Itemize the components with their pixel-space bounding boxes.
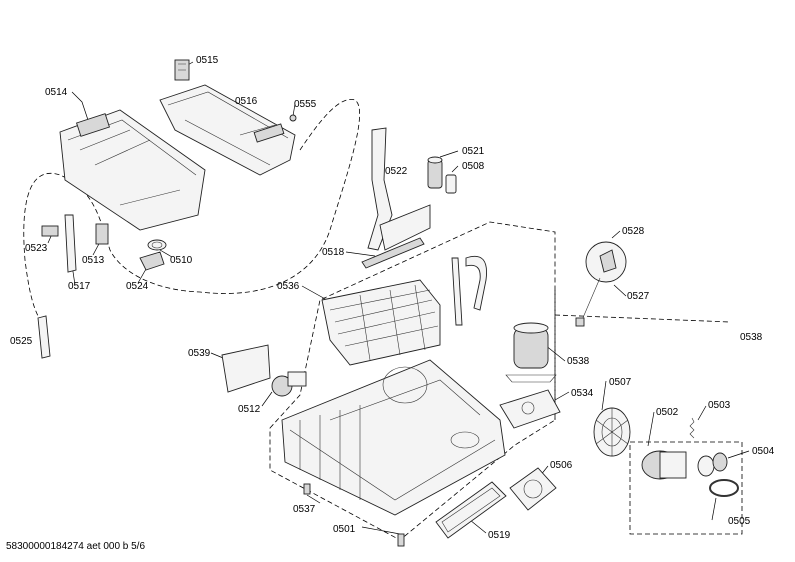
label-0508: 0508 — [462, 161, 485, 172]
label-0539: 0539 — [188, 348, 211, 359]
document-id-footer: 58300000184274 aet 000 b 5/6 — [6, 541, 146, 552]
part-labels: 0514 0515 0516 0555 0521 0508 0522 0518 … — [10, 55, 775, 541]
label-0516: 0516 — [235, 96, 258, 107]
dashed-group-outlines — [23, 98, 743, 541]
label-0538-right: 0538 — [740, 332, 763, 343]
part-0538-compressor — [505, 322, 557, 383]
part-0555-screw — [289, 114, 297, 122]
part-0518-seal — [361, 237, 425, 269]
part-0512-pump — [271, 371, 307, 397]
part-0534-mount-plate — [499, 389, 561, 429]
part-0537-screw — [303, 483, 311, 495]
part-base-frame — [281, 359, 506, 516]
part-0516-container-cover — [159, 84, 296, 176]
part-0522-hose — [367, 127, 431, 251]
label-0536: 0536 — [277, 281, 300, 292]
label-0524: 0524 — [126, 281, 149, 292]
label-0517: 0517 — [68, 281, 91, 292]
part-0503-spring — [689, 417, 695, 439]
label-0514: 0514 — [45, 87, 68, 98]
part-0521-capacitor — [427, 156, 443, 189]
part-0507-fan-wheel — [593, 407, 631, 457]
label-0513: 0513 — [82, 255, 105, 266]
label-0525: 0525 — [10, 336, 33, 347]
label-0538: 0538 — [567, 356, 590, 367]
label-0515: 0515 — [196, 55, 219, 66]
part-0528-0527-sensor — [575, 241, 627, 327]
label-0537: 0537 — [293, 504, 316, 515]
label-0534: 0534 — [571, 388, 594, 399]
part-0517-hose — [64, 214, 77, 273]
label-0503: 0503 — [708, 400, 731, 411]
part-0508-capacitor — [445, 174, 457, 194]
part-0505-belt — [709, 479, 739, 497]
label-0522: 0522 — [385, 166, 408, 177]
part-0525-hose — [37, 315, 51, 359]
label-0555: 0555 — [294, 99, 317, 110]
label-0501: 0501 — [333, 524, 356, 535]
label-0512: 0512 — [238, 404, 261, 415]
part-0513-sensor — [95, 223, 109, 245]
label-0506: 0506 — [550, 460, 573, 471]
label-0502: 0502 — [656, 407, 679, 418]
label-0523: 0523 — [25, 243, 48, 254]
part-0514-water-container — [59, 109, 206, 231]
part-0506-fan-cover — [509, 467, 557, 511]
label-0528: 0528 — [622, 226, 645, 237]
part-0539-cover — [221, 344, 271, 393]
part-0504-pulley — [697, 452, 728, 477]
part-0536-heat-exchanger — [321, 279, 441, 366]
label-0510: 0510 — [170, 255, 193, 266]
part-pipes — [451, 255, 488, 326]
part-0510-ring — [147, 239, 167, 251]
part-0501-screw — [397, 533, 405, 547]
label-0521: 0521 — [462, 146, 485, 157]
part-0515-clip — [174, 59, 190, 81]
part-0523-connector — [41, 225, 59, 237]
label-0519: 0519 — [488, 530, 511, 541]
label-0527: 0527 — [627, 291, 650, 302]
label-0505: 0505 — [728, 516, 751, 527]
label-0507: 0507 — [609, 377, 632, 388]
part-0524-seal — [139, 251, 165, 271]
label-0504: 0504 — [752, 446, 775, 457]
part-0519-seal — [435, 481, 507, 539]
part-0502-motor — [641, 450, 687, 480]
label-0518: 0518 — [322, 247, 345, 258]
